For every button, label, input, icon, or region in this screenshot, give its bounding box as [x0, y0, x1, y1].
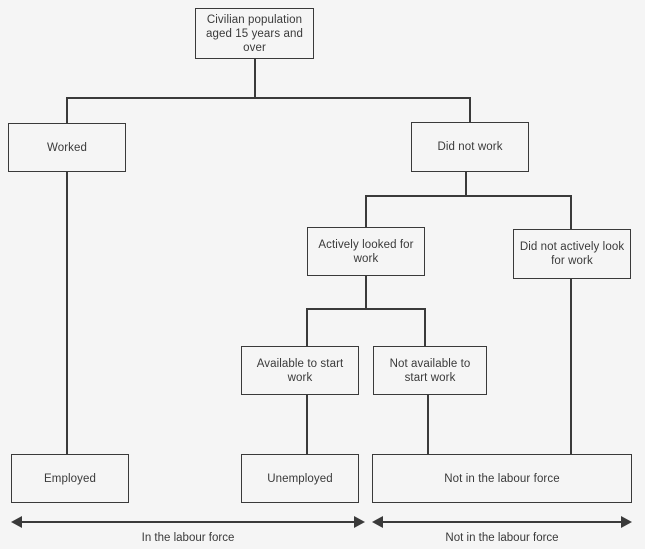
node-actively-looked-for-work[interactable]: Actively looked for work — [307, 227, 425, 276]
axis-not-in-the-labour-force — [372, 516, 632, 528]
node-employed-label: Employed — [44, 472, 96, 485]
node-not-available-to-start-work-label: Not available to start work — [389, 357, 471, 384]
arrow-head-left-icon — [11, 516, 22, 528]
node-available-to-start-work-label: Available to start work — [256, 357, 344, 384]
node-did-not-work-label: Did not work — [437, 141, 503, 153]
axis-in-the-labour-force-label: In the labour force — [141, 532, 235, 544]
node-available-to-start-work[interactable]: Available to start work — [241, 346, 359, 395]
connector-to-worked — [66, 97, 68, 124]
node-not-in-the-labour-force[interactable]: Not in the labour force — [372, 454, 632, 503]
arrow-head-left-icon — [372, 516, 383, 528]
node-civilian-population-label: Civilian population aged 15 years and ov… — [206, 13, 303, 54]
node-unemployed[interactable]: Unemployed — [241, 454, 359, 503]
connector-not-available-to-nilf — [427, 394, 429, 455]
node-worked-label: Worked — [46, 141, 87, 154]
node-not-in-the-labour-force-label: Not in the labour force — [444, 472, 560, 485]
connector-split-level1 — [66, 97, 471, 99]
node-did-not-work[interactable]: Did not work — [411, 122, 529, 172]
node-worked[interactable]: Worked — [8, 123, 126, 172]
arrow-head-right-icon — [621, 516, 632, 528]
arrow-head-right-icon — [354, 516, 365, 528]
connector-to-did-not-work — [469, 97, 471, 123]
connector-to-not-available — [424, 308, 426, 347]
connector-did-not-actively-look-to-nilf — [570, 278, 572, 455]
node-employed[interactable]: Employed — [11, 454, 129, 503]
node-did-not-actively-look-for-work-label: Did not actively look for work — [519, 241, 625, 267]
node-did-not-actively-look-for-work[interactable]: Did not actively look for work — [513, 229, 631, 279]
connector-split-level2 — [365, 195, 572, 197]
connector-to-did-not-actively-look — [570, 195, 572, 230]
connector-actively-looked-down — [365, 275, 367, 309]
node-unemployed-label: Unemployed — [267, 472, 333, 485]
node-not-available-to-start-work[interactable]: Not available to start work — [373, 346, 487, 395]
connector-did-not-work-down — [465, 171, 467, 197]
connector-available-to-unemployed — [306, 394, 308, 455]
connector-worked-to-employed — [66, 171, 68, 455]
node-civilian-population[interactable]: Civilian population aged 15 years and ov… — [195, 8, 314, 59]
axis-not-in-the-labour-force-label: Not in the labour force — [445, 532, 559, 544]
axis-in-the-labour-force — [11, 516, 365, 528]
connector-to-actively-looked — [365, 195, 367, 228]
node-actively-looked-for-work-label: Actively looked for work — [318, 238, 414, 265]
connector-to-available — [306, 308, 308, 347]
connector-root-down — [254, 58, 256, 99]
connector-split-level3 — [306, 308, 426, 310]
